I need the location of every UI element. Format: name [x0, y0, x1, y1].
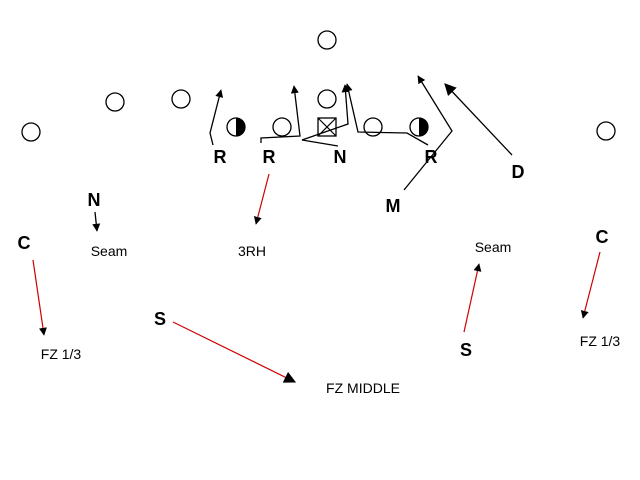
offense-player-wide-left: [21, 122, 41, 142]
offense-formation: [21, 30, 616, 142]
zone-label-seam-left: Seam: [91, 243, 128, 259]
rush-route-r-left: [209, 89, 224, 146]
defender-label-d: D: [512, 162, 525, 182]
offense-player-half-filled-right: [409, 117, 429, 137]
drop-route-r-3rh: [253, 173, 270, 225]
offense-player-guard-right: [363, 117, 383, 137]
rush-route-d-edge: [444, 83, 513, 156]
defender-label-s-left: S: [154, 309, 166, 329]
offense-player-deep-back: [317, 30, 337, 50]
defender-label-n-left: N: [88, 190, 101, 210]
rush-route-n-center: [301, 84, 350, 147]
zone-drops: [32, 173, 601, 383]
defender-label-m: M: [386, 196, 401, 216]
offense-player-wide-right: [596, 121, 616, 141]
drop-route-c-right: [580, 251, 601, 319]
rush-route-r-mid: [260, 85, 301, 143]
offense-player-guard-left: [272, 117, 292, 137]
defender-label-r-left: R: [214, 147, 227, 167]
zone-label-fz-middle: FZ MIDDLE: [326, 380, 400, 396]
rush-route-m-blitz: [403, 75, 453, 191]
offense-center-boxed-x: [317, 117, 337, 137]
zone-label-seam-right: Seam: [475, 239, 512, 255]
defender-labels: R R N R D M N C S S C: [18, 147, 609, 360]
offense-player-wing-left: [171, 89, 191, 109]
defender-label-c-left: C: [18, 233, 31, 253]
drop-route-s-right: [463, 263, 482, 333]
rush-route-r-right: [344, 83, 429, 146]
zone-label-fz-left: FZ 1/3: [41, 346, 82, 362]
zone-label-3rh: 3RH: [238, 243, 266, 259]
offense-player-back: [317, 89, 337, 109]
defender-label-r-right: R: [425, 147, 438, 167]
defender-label-n-front: N: [334, 147, 347, 167]
rush-routes: [92, 75, 513, 232]
offense-player-half-filled-left: [226, 117, 246, 137]
zone-labels: Seam 3RH Seam FZ 1/3 FZ MIDDLE FZ 1/3: [41, 239, 621, 396]
defender-label-s-right: S: [460, 340, 472, 360]
defender-label-r-mid: R: [263, 147, 276, 167]
drop-route-n-seam: [92, 211, 101, 232]
drop-route-c-left: [32, 259, 47, 336]
zone-label-fz-right: FZ 1/3: [580, 333, 621, 349]
drop-route-s-left: [172, 321, 297, 383]
defender-label-c-right: C: [596, 227, 609, 247]
offense-player-slot-left: [105, 92, 125, 112]
